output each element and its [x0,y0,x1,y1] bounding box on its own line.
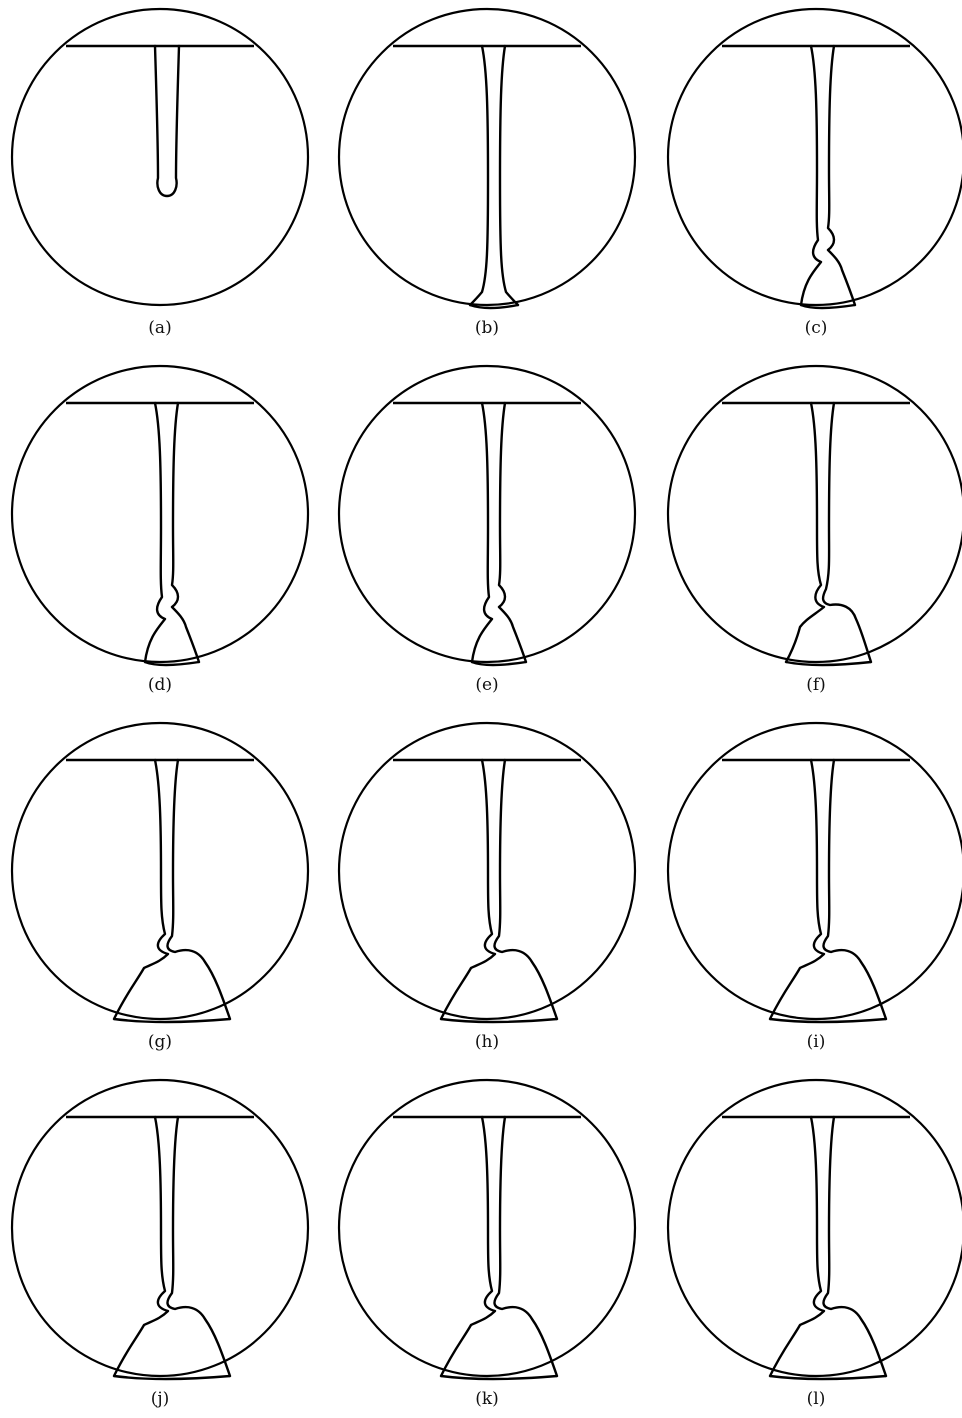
interface-curve-left [786,403,824,662]
panel-g: (g) [10,714,310,1059]
interface-curve-left [801,46,821,305]
interface-curve-left [441,1117,495,1376]
panel-drawing [337,357,637,667]
interface-curve-right [172,403,199,662]
panel-label: (j) [10,1389,310,1409]
panel-drawing [10,357,310,667]
panel-drawing [10,0,310,310]
panel-label: (a) [10,318,310,338]
panel-drawing [666,1071,962,1381]
interface-curve-left [114,760,168,1019]
interface-curve-left [472,403,492,662]
interface-curve-right [823,403,871,662]
panel-a: (a) [10,0,310,345]
panel-e: (e) [337,357,637,702]
panel-d: (d) [10,357,310,702]
interface-curve-right [823,1117,886,1376]
interface-curve-left [770,760,824,1019]
panel-label: (i) [666,1032,962,1052]
panel-drawing [10,714,310,1024]
panel-j: (j) [10,1071,310,1416]
panel-label: (g) [10,1032,310,1052]
panel-h: (h) [337,714,637,1059]
interface-curve-left [770,1117,824,1376]
interface-curve-right [499,403,526,662]
panel-i: (i) [666,714,962,1059]
panel-drawing [666,0,962,310]
panel-drawing [10,1071,310,1381]
interface-curve-stem [470,46,488,305]
domain-circle [668,723,962,1019]
interface-curve-stem2 [500,46,518,305]
interface-curve-right [828,46,855,305]
interface-curve-left [114,1117,168,1376]
panel-l: (l) [666,1071,962,1416]
domain-circle [668,1080,962,1376]
panel-c: (c) [666,0,962,345]
interface-curve-left [145,403,165,662]
interface-curve-left [441,760,495,1019]
panel-b: (b) [337,0,637,345]
interface-curve-right [494,760,557,1019]
domain-circle [668,9,962,305]
panel-label: (f) [666,675,962,695]
panel-f: (f) [666,357,962,702]
panel-label: (e) [337,675,637,695]
panel-drawing [337,714,637,1024]
domain-circle [12,9,308,305]
panel-drawing [337,0,637,310]
panel-k: (k) [337,1071,637,1416]
interface-curve-right [494,1117,557,1376]
panel-label: (k) [337,1389,637,1409]
panel-label: (b) [337,318,637,338]
interface-curve-right [823,760,886,1019]
panel-label: (h) [337,1032,637,1052]
panel-label: (c) [666,318,962,338]
panel-label: (d) [10,675,310,695]
panel-drawing [666,357,962,667]
interface-curve-right [167,760,230,1019]
domain-circle [668,366,962,662]
interface-curve-stem [155,46,179,196]
panel-drawing [666,714,962,1024]
interface-curve-right [167,1117,230,1376]
panel-label: (l) [666,1389,962,1409]
panel-drawing [337,1071,637,1381]
